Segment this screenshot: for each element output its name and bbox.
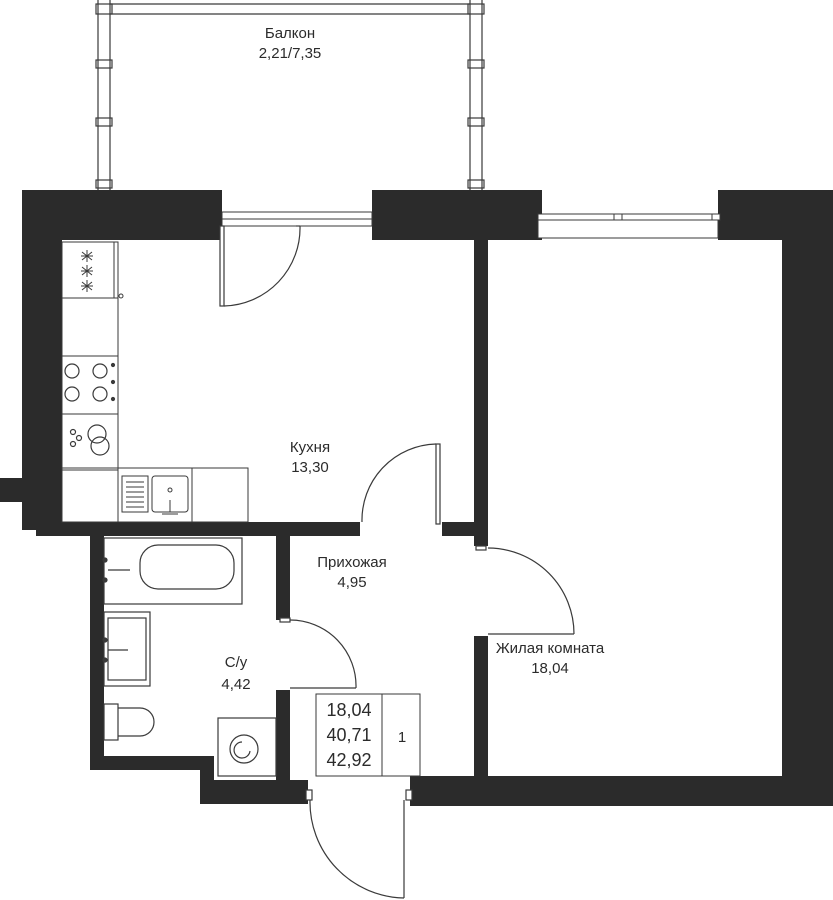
hallway-name: Прихожая (317, 554, 387, 571)
doors (219, 225, 575, 899)
kitchen-area: 13,30 (291, 459, 329, 476)
bathroom-area: 4,42 (221, 676, 250, 693)
balcony-name: Балкон (265, 25, 315, 42)
windows (221, 211, 721, 239)
balcony-area: 2,21/7,35 (259, 45, 322, 62)
washing-machine-icon (217, 717, 277, 777)
kitchen-name: Кухня (290, 439, 330, 456)
stove-icon (64, 362, 116, 402)
balcony (95, 0, 485, 190)
summary-total-area: 40,71 (326, 725, 371, 745)
washbasin-icon (102, 611, 151, 687)
summary-room-count: 1 (398, 729, 406, 746)
bathroom-name: С/у (225, 654, 248, 671)
dishwasher-icon (69, 424, 110, 456)
summary-living-area: 18,04 (326, 700, 371, 720)
summary-total-with-balcony: 42,92 (326, 750, 371, 770)
kitchen-counter (61, 241, 249, 523)
area-summary-table (315, 693, 421, 777)
snowflake-icon (81, 250, 93, 292)
walls (0, 190, 833, 806)
hallway-area: 4,95 (337, 574, 366, 591)
bathtub-icon (102, 537, 243, 605)
living-room-name: Жилая комната (496, 640, 605, 657)
toilet-icon (103, 703, 155, 741)
living-room-area: 18,04 (531, 660, 569, 677)
kitchen-sink-icon (121, 475, 189, 515)
